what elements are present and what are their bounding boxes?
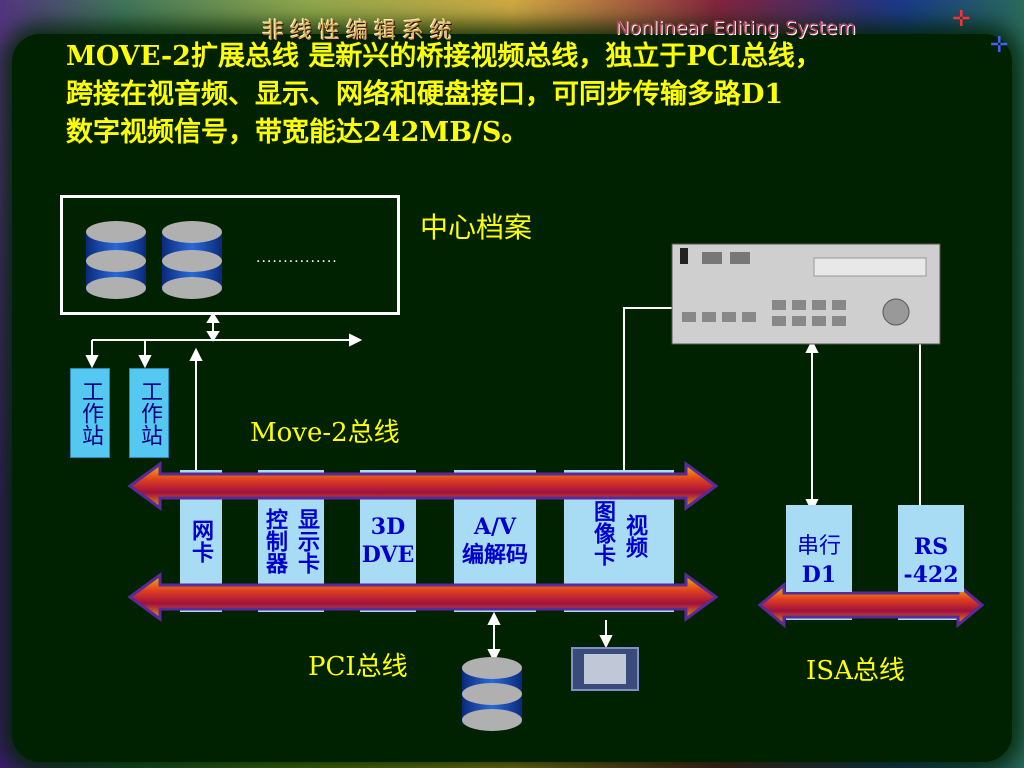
dve-card-line-1: 3D xyxy=(370,514,406,540)
display-card-label-2: 显示卡 xyxy=(294,508,320,574)
description-line-3: 数字视频信号，带宽能达242MB/S。 xyxy=(66,117,529,148)
network-card: 网卡 xyxy=(180,510,222,572)
workstation-1: 工作站 xyxy=(70,368,110,458)
serial-d1-card: 串行 D1 xyxy=(786,530,852,592)
vtr-deck-icon xyxy=(671,243,941,345)
slide-title-chinese: 非线性编辑系统 xyxy=(262,19,459,44)
isa-bus-arrow xyxy=(757,581,985,629)
display-card-label-1: 控制器 xyxy=(262,508,288,574)
central-archive-box xyxy=(60,195,400,315)
slide-title-english: Nonlinear Editing System xyxy=(615,17,856,39)
archive-ellipsis: ............... xyxy=(256,250,338,266)
description-paragraph: MOVE-2扩展总线 是新兴的桥接视频总线，独立于PCI总线， 跨接在视音频、显… xyxy=(66,38,1006,152)
archive-label: 中心档案 xyxy=(420,211,533,244)
rs422-card-line-2: -422 xyxy=(903,562,959,588)
disk-stack-icon xyxy=(162,221,222,299)
storage-disk-icon xyxy=(462,657,522,731)
description-line-2: 跨接在视音频、显示、网络和硬盘接口，可同步传输多路D1 xyxy=(66,79,784,110)
video-card: 图像卡 视频 xyxy=(564,500,674,582)
dve-card: 3D DVE xyxy=(360,510,416,572)
video-card-label-1: 图像卡 xyxy=(590,500,616,566)
disk-stack-icon xyxy=(86,221,146,299)
serial-d1-card-line-2: D1 xyxy=(801,562,837,588)
display-card: 控制器 显示卡 xyxy=(258,500,324,582)
description-line-1: MOVE-2扩展总线 是新兴的桥接视频总线，独立于PCI总线， xyxy=(66,41,822,72)
sparkle-icon: ✛ xyxy=(952,7,971,32)
pci-bus-label: PCI总线 xyxy=(308,652,408,682)
serial-d1-card-line-1: 串行 xyxy=(796,534,841,559)
av-codec-card: A/V 编解码 xyxy=(454,510,536,572)
av-codec-card-line-2: 编解码 xyxy=(461,542,528,568)
monitor-icon xyxy=(571,647,639,691)
rs422-card-line-1: RS xyxy=(913,534,949,560)
move2-bus-label: Move-2总线 xyxy=(250,418,400,448)
sparkle-icon: ✛ xyxy=(990,33,1009,58)
isa-bus-label: ISA总线 xyxy=(806,656,905,686)
dve-card-line-2: DVE xyxy=(361,542,415,568)
video-card-label-2: 视频 xyxy=(622,514,648,558)
network-card-label: 网卡 xyxy=(188,519,214,563)
move2-bus-arrow xyxy=(127,461,719,511)
av-codec-card-line-1: A/V xyxy=(473,514,517,540)
slide-panel xyxy=(12,34,1012,762)
rs422-card: RS -422 xyxy=(898,530,964,592)
pci-bus-arrow xyxy=(127,572,719,622)
workstation-2: 工作站 xyxy=(129,368,169,458)
network-lines xyxy=(85,307,921,663)
